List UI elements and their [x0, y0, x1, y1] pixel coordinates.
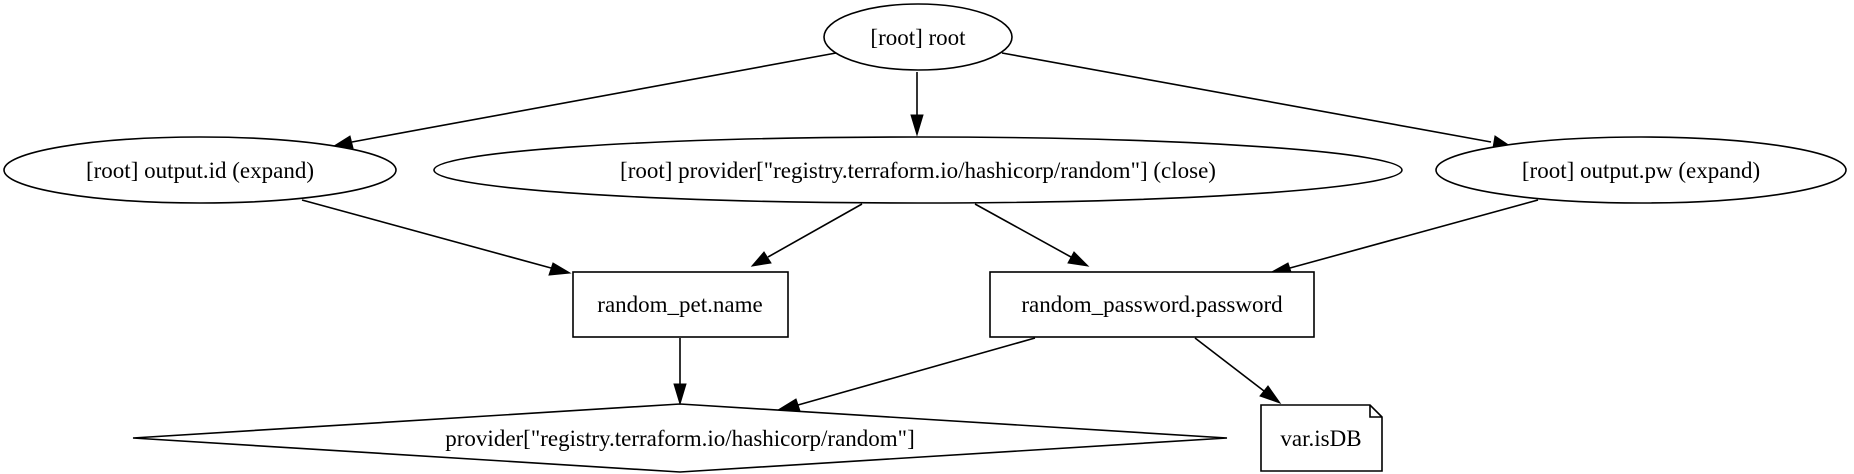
node-output-pw: [root] output.pw (expand) [1435, 136, 1847, 204]
node-root: [root] root [823, 3, 1013, 71]
edge-output-pw-to-random-password [1268, 199, 1539, 276]
node-output-id: [root] output.id (expand) [3, 136, 397, 204]
node-root-label: [root] root [870, 25, 966, 50]
node-random-password-label: random_password.password [1021, 292, 1283, 317]
node-provider: provider["registry.terraform.io/hashicor… [132, 403, 1228, 473]
node-output-id-label: [root] output.id (expand) [86, 158, 314, 183]
edge-random-password-to-provider [776, 337, 1036, 412]
node-random-pet: random_pet.name [572, 271, 789, 338]
edges [301, 52, 1539, 412]
edge-root-to-output-pw [1001, 52, 1512, 149]
node-provider-label: provider["registry.terraform.io/hashicor… [445, 426, 914, 451]
edge-root-to-provider-close [910, 72, 924, 137]
node-var-isdb: var.isDB [1260, 404, 1383, 472]
node-random-pet-label: random_pet.name [597, 292, 762, 317]
edge-root-to-output-id [332, 52, 837, 149]
edge-provider-close-to-random-pet [750, 203, 863, 267]
edge-random-password-to-var-isdb [1194, 337, 1282, 404]
edge-provider-close-to-random-password [974, 203, 1090, 267]
node-random-password: random_password.password [989, 271, 1315, 338]
node-output-pw-label: [root] output.pw (expand) [1522, 158, 1760, 183]
node-provider-close-label: [root] provider["registry.terraform.io/h… [620, 158, 1216, 183]
edge-random-pet-to-provider [673, 338, 687, 406]
node-var-isdb-label: var.isDB [1280, 426, 1361, 451]
node-provider-close: [root] provider["registry.terraform.io/h… [433, 136, 1403, 204]
edge-output-id-to-random-pet [301, 199, 572, 276]
